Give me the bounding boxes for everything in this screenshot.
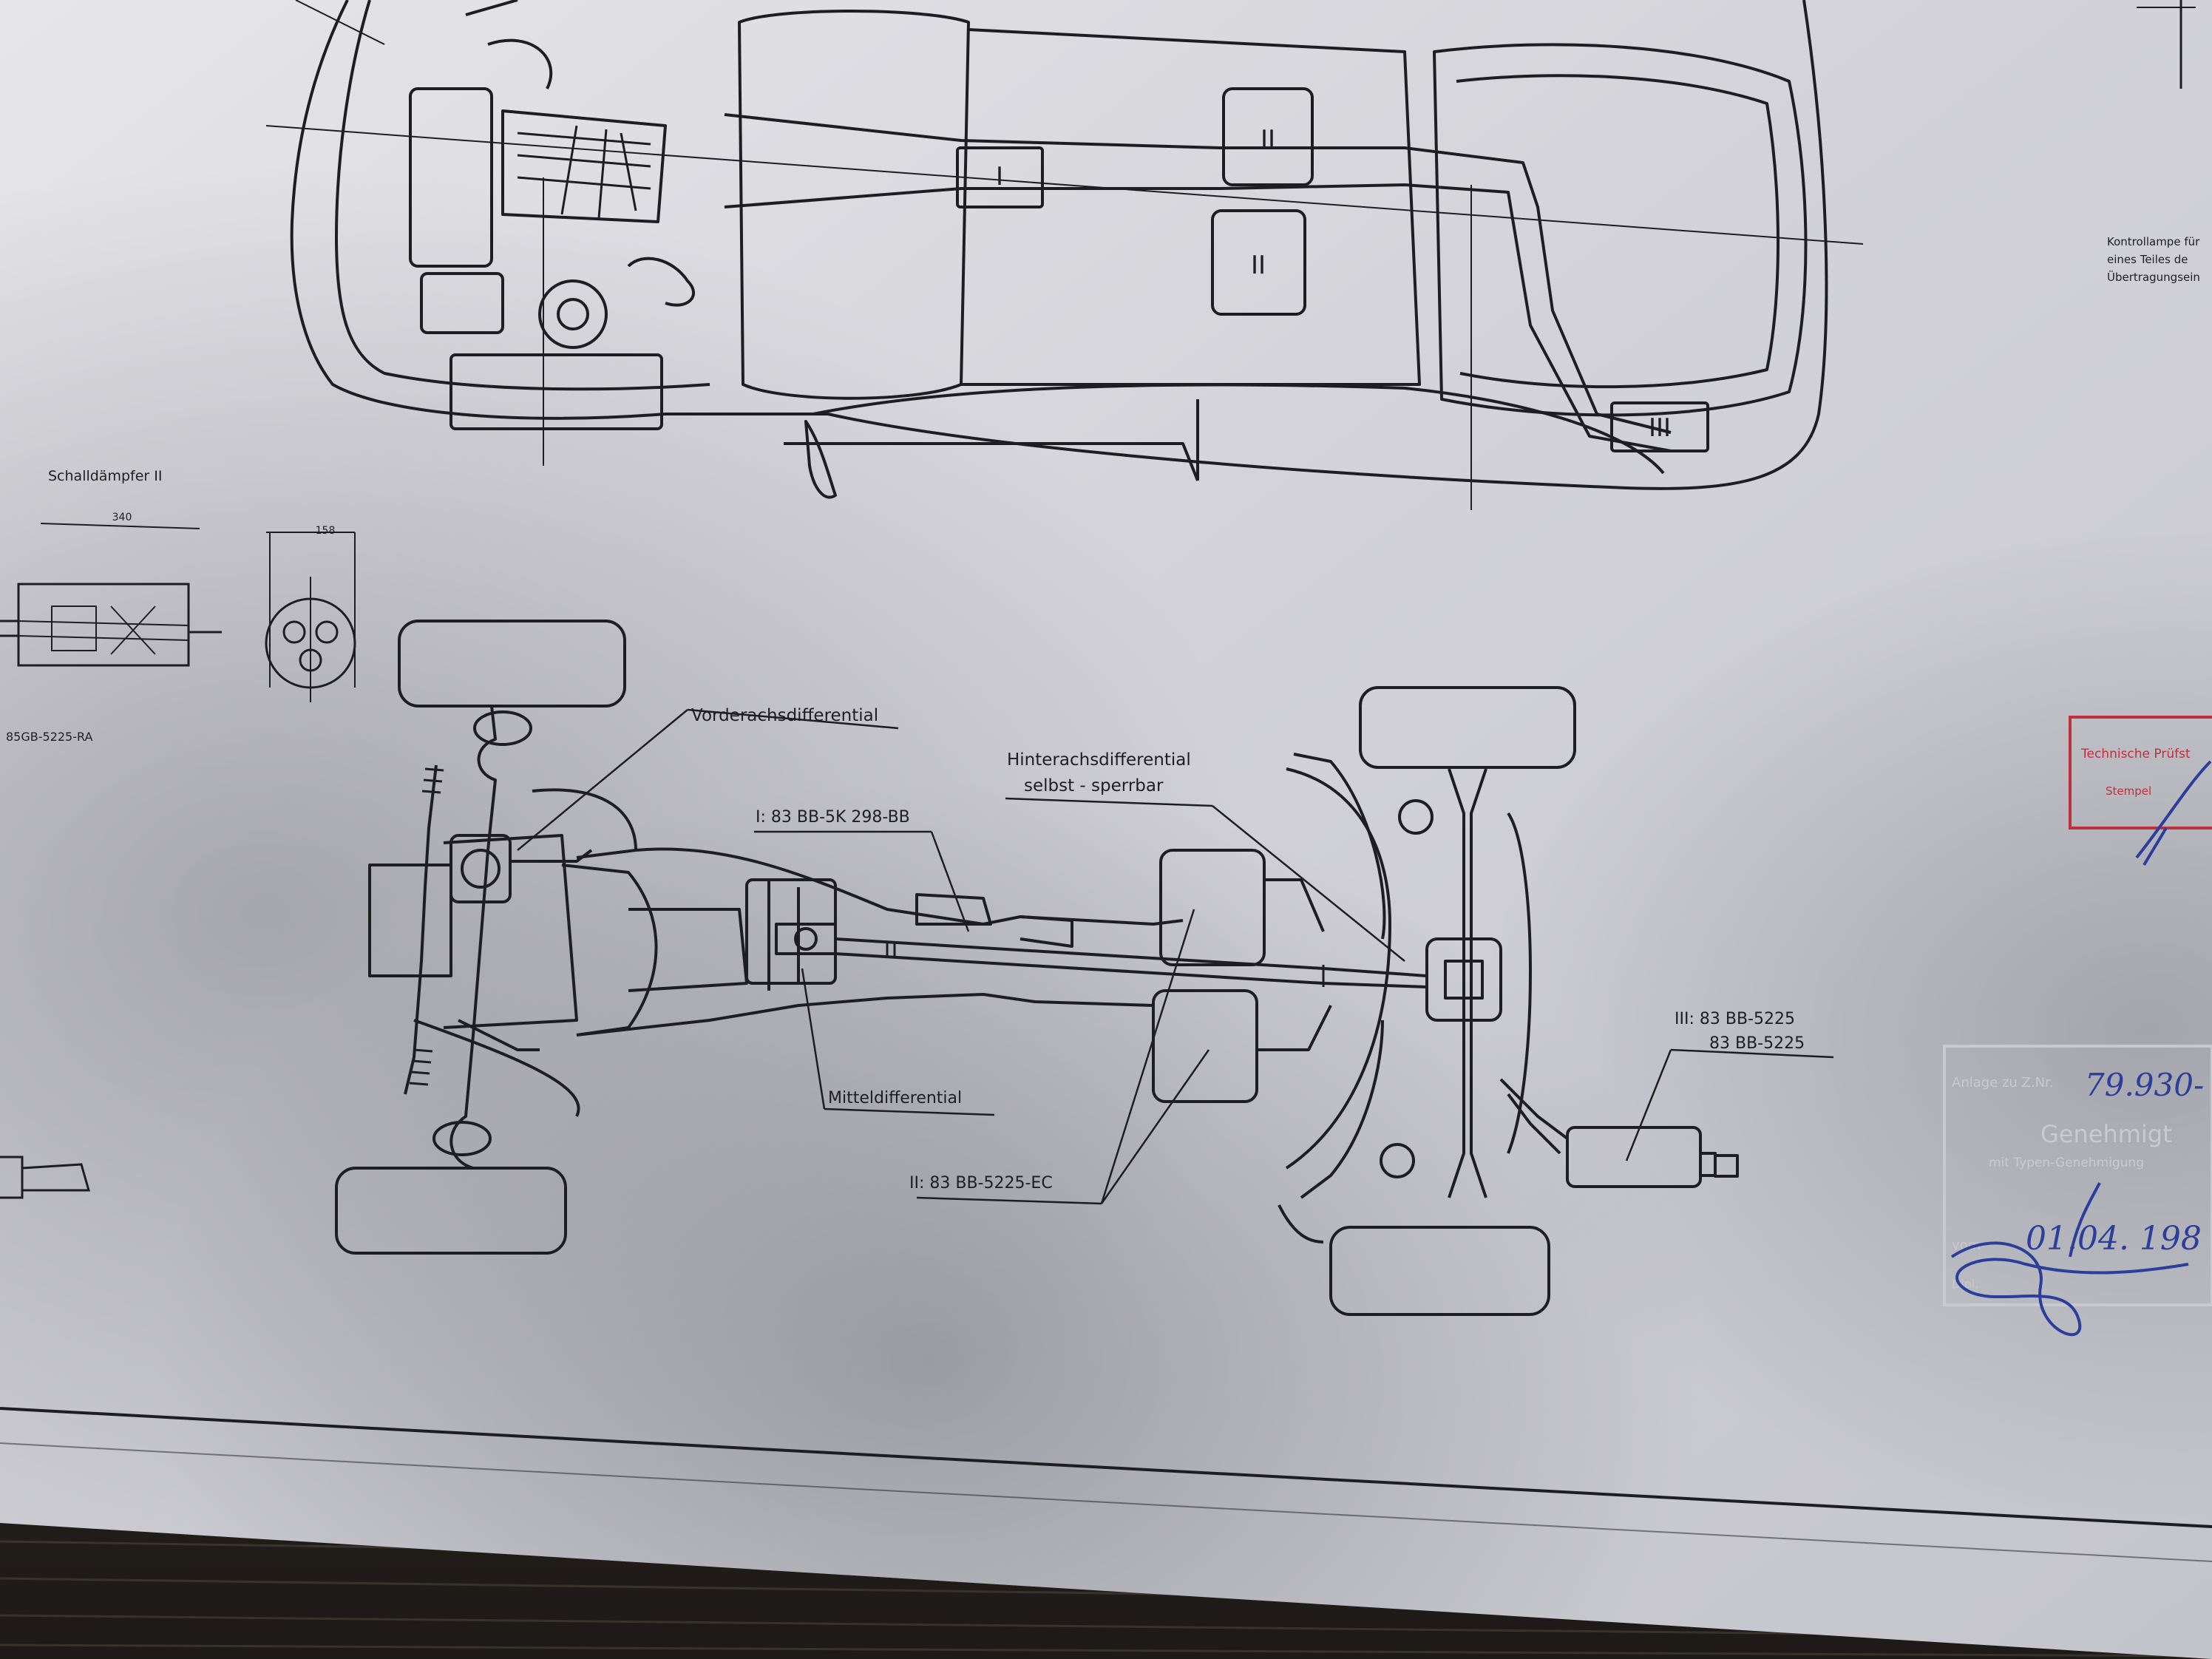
marker-label-III: III	[1649, 413, 1671, 443]
marker-box-II-upper	[1222, 87, 1314, 186]
red-stamp-line-2: Stempel	[2106, 784, 2151, 798]
muffler-III	[1566, 1126, 1702, 1188]
note-line-3: Übertragungsein	[2107, 270, 2200, 284]
marker-label-I: I	[996, 162, 1003, 191]
marker-box-III	[1610, 401, 1709, 452]
note-line-1: Kontrollampe für	[2107, 235, 2200, 248]
annex-prefix: Anlage zu Z.Nr.	[1952, 1075, 2054, 1090]
muffler-diameter-dim: 158	[316, 525, 336, 537]
front-left-wheel	[398, 620, 626, 708]
red-inspection-stamp: Technische Prüfst Stempel	[2069, 716, 2212, 866]
note-line-2: eines Teiles de	[2107, 253, 2188, 266]
rear-right-wheel	[1329, 1226, 1550, 1316]
front-diff-housing	[449, 834, 512, 903]
marker-label-II-lower: II	[1251, 251, 1266, 280]
approved-sub: mit Typen-Genehmigung	[1989, 1156, 2144, 1170]
muffler-length-dim: 340	[112, 512, 132, 523]
red-stamp-line-1: Technische Prüfst	[2080, 747, 2191, 761]
muffler-part-number: 85GB-5225-RA	[6, 730, 92, 744]
label-part-II: II: 83 BB-5225-EC	[909, 1174, 1053, 1192]
rear-diff-housing	[1425, 937, 1502, 1022]
leader-lines	[517, 708, 1834, 1205]
date-value: 01.04. 198	[2026, 1220, 2202, 1258]
label-rear-differential-2: selbst - sperrbar	[1024, 776, 1164, 795]
label-part-III-2: 83 BB-5225	[1709, 1034, 1805, 1053]
muffler-II-upper	[1159, 849, 1266, 966]
approval-stamp: Anlage zu Z.Nr. 79.930- Genehmigt mit Ty…	[1943, 1045, 2212, 1337]
label-part-I: I: 83 BB-5K 298-BB	[756, 808, 910, 827]
top-view-markers: I II II III	[996, 125, 1671, 443]
drawing-frame	[0, 1407, 2212, 1562]
label-rear-differential-1: Hinterachsdifferential	[1007, 750, 1191, 770]
label-center-differential: Mitteldifferential	[828, 1089, 962, 1107]
top-right-notes: Kontrollampe für eines Teiles de Übertra…	[2107, 235, 2200, 284]
car-top-view	[265, 0, 2196, 510]
muffler-detail: Schalldämpfer II 340 158 85GB-5225-RA	[0, 468, 356, 744]
approved-word: Genehmigt	[2040, 1120, 2172, 1148]
left-edge-part	[0, 1156, 90, 1199]
rear-left-wheel	[1359, 686, 1576, 769]
red-stamp-signature	[2135, 760, 2212, 866]
front-right-wheel	[335, 1167, 567, 1255]
label-part-III-1: III: 83 BB-5225	[1675, 1010, 1795, 1028]
drivetrain-diagram	[335, 620, 1739, 1316]
drivetrain-labels: Vorderachsdifferential Hinterachsdiffere…	[691, 706, 1805, 1192]
date-prefix: vom	[1952, 1238, 1981, 1253]
muffler-title: Schalldämpfer II	[48, 468, 162, 484]
marker-label-II-upper: II	[1261, 125, 1275, 155]
label-front-differential: Vorderachsdifferential	[691, 706, 878, 725]
handwritten-signature	[1950, 1241, 2189, 1337]
muffler-II-lower	[1152, 989, 1258, 1103]
annex-number: 79.930-	[2085, 1067, 2204, 1103]
marker-box-II-lower	[1211, 209, 1306, 316]
